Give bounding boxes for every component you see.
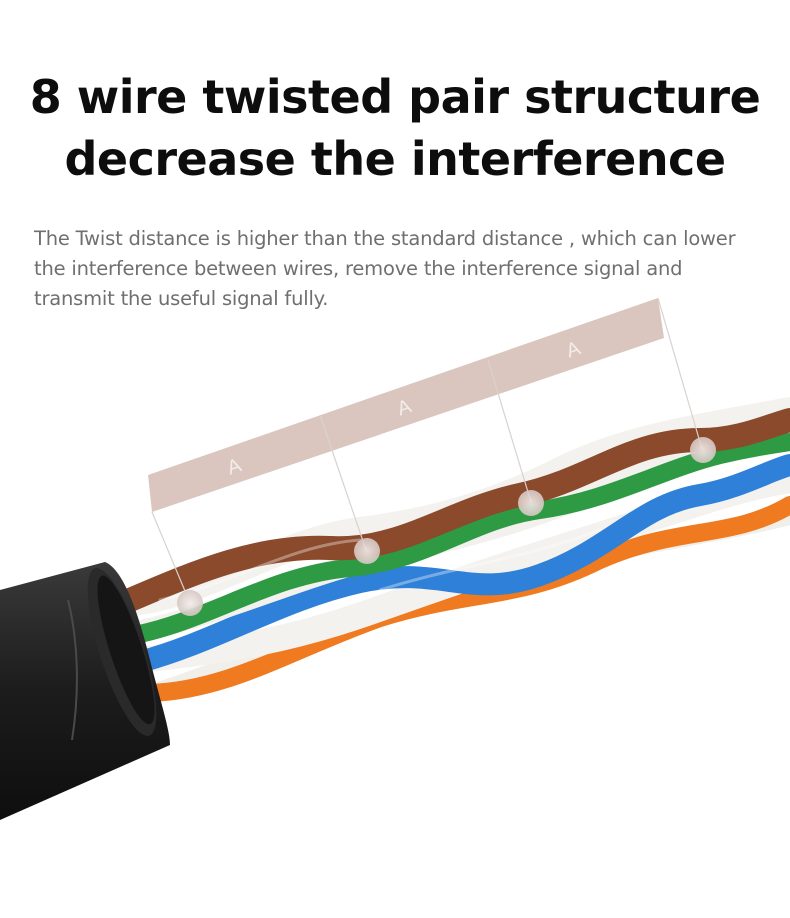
headline-line-2: decrease the interference	[64, 132, 726, 186]
description: The Twist distance is higher than the st…	[34, 224, 774, 314]
twist-markers	[177, 437, 716, 616]
headline-line-1: 8 wire twisted pair structure	[29, 70, 761, 124]
twist-marker-4	[690, 437, 716, 463]
headline: 8 wire twisted pair structure decrease t…	[0, 66, 790, 190]
description-line-1: The Twist distance is higher than the st…	[34, 227, 736, 250]
twist-distance-band: A A A	[148, 298, 664, 512]
twist-marker-2	[354, 538, 380, 564]
description-line-2: the interference between wires, remove t…	[34, 257, 683, 280]
description-line-3: transmit the useful signal fully.	[34, 287, 329, 310]
twist-marker-1	[177, 590, 203, 616]
cable-jacket	[0, 562, 170, 820]
twist-guide-lines	[151, 297, 703, 604]
twist-marker-3	[518, 490, 544, 516]
